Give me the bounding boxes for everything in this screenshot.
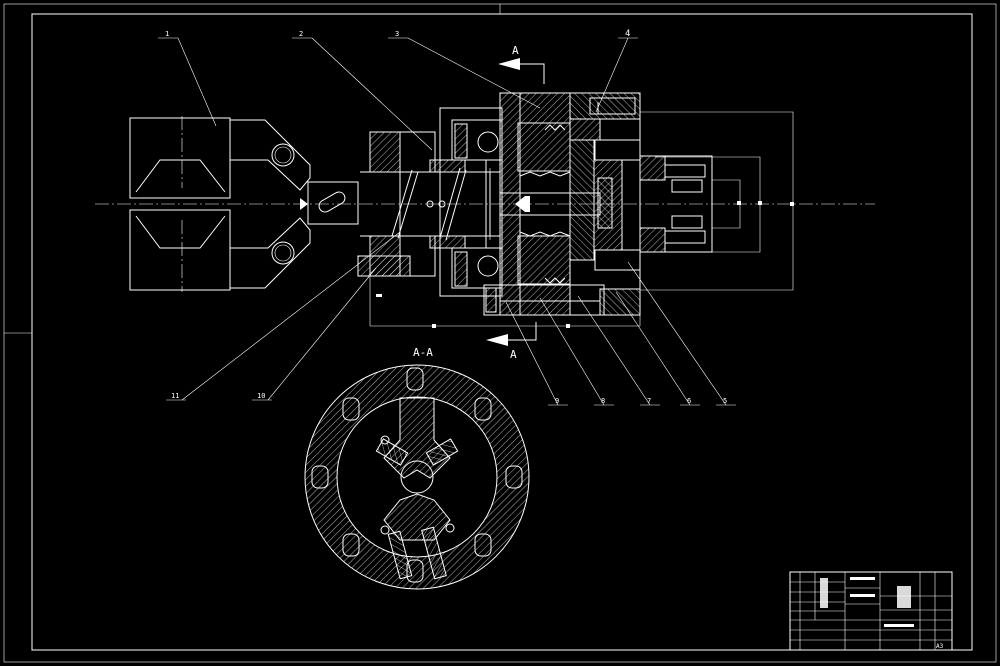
callout-9: 9: [555, 397, 559, 405]
sheet-size-label: A3: [936, 643, 944, 650]
title-block: A3: [789, 571, 953, 651]
callout-3: 3: [395, 30, 399, 38]
callout-2: 2: [299, 30, 303, 38]
callout-11: 11: [171, 392, 179, 400]
cylinder-body: [483, 92, 641, 316]
leader-lines: [158, 37, 736, 406]
section-label-top: A: [512, 44, 519, 57]
callout-4: 4: [625, 29, 630, 39]
gripper-jaws: [129, 116, 359, 292]
section-view-a-a: A-A: [304, 346, 530, 590]
callout-5: 5: [723, 397, 727, 405]
section-arrow-bottom: A: [486, 322, 537, 361]
callout-numbers: 1 2 3 4 5 6 7 8 9 10 11: [165, 29, 727, 405]
callout-8: 8: [601, 397, 605, 405]
bearing-housing: [439, 107, 503, 297]
callout-10: 10: [257, 392, 265, 400]
callout-1: 1: [165, 30, 169, 38]
dimension-lines: [369, 111, 794, 328]
bolt-holes: [311, 367, 523, 583]
section-arrow-top: A: [498, 44, 545, 84]
callout-7: 7: [647, 397, 651, 405]
section-view-title: A-A: [413, 346, 433, 359]
rear-hub: [594, 139, 713, 271]
drawing-frame: [3, 3, 997, 663]
section-label-bottom: A: [510, 348, 517, 361]
callout-6: 6: [687, 397, 691, 405]
